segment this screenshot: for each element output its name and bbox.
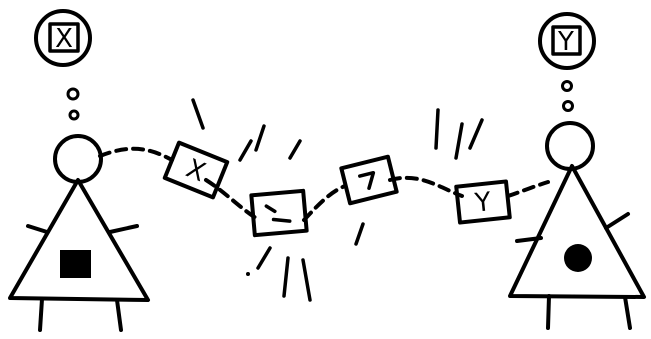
thought-dot: [564, 102, 573, 111]
receiver-right-arm: [606, 214, 628, 228]
receiver-circle-mark: [564, 244, 592, 272]
receiver-thought-bubble: Y: [540, 14, 594, 68]
sender-figure: X: [10, 11, 148, 330]
garbled-glyph: [266, 204, 289, 223]
message-card-glyph: Y: [473, 187, 493, 219]
message-card-glyph: X: [182, 154, 210, 188]
sender-left-arm: [28, 226, 47, 232]
sender-right-arm: [110, 226, 137, 232]
receiver-left-leg: [548, 296, 549, 328]
thought-dot: [68, 89, 78, 99]
sender-head: [55, 136, 101, 182]
noise-strokes: [193, 100, 482, 300]
thought-dot: [70, 111, 78, 119]
garbled-glyph: [360, 173, 377, 190]
thought-dot: [563, 82, 572, 91]
sender-body: [10, 180, 148, 300]
message-card-x: X: [165, 143, 227, 198]
message-card-y: Y: [456, 181, 509, 222]
receiver-thought-glyph: Y: [557, 27, 574, 57]
sender-thought-glyph: X: [55, 24, 73, 54]
message-card-garbled-1: [251, 191, 306, 235]
sender-thought-bubble: X: [36, 11, 90, 65]
sender-right-leg: [117, 300, 121, 330]
receiver-body: [510, 166, 644, 297]
sender-left-leg: [40, 299, 42, 330]
receiver-figure: Y: [510, 14, 644, 328]
sender-square-mark: [60, 250, 91, 278]
receiver-right-leg: [625, 297, 630, 328]
receiver-head: [547, 123, 593, 169]
